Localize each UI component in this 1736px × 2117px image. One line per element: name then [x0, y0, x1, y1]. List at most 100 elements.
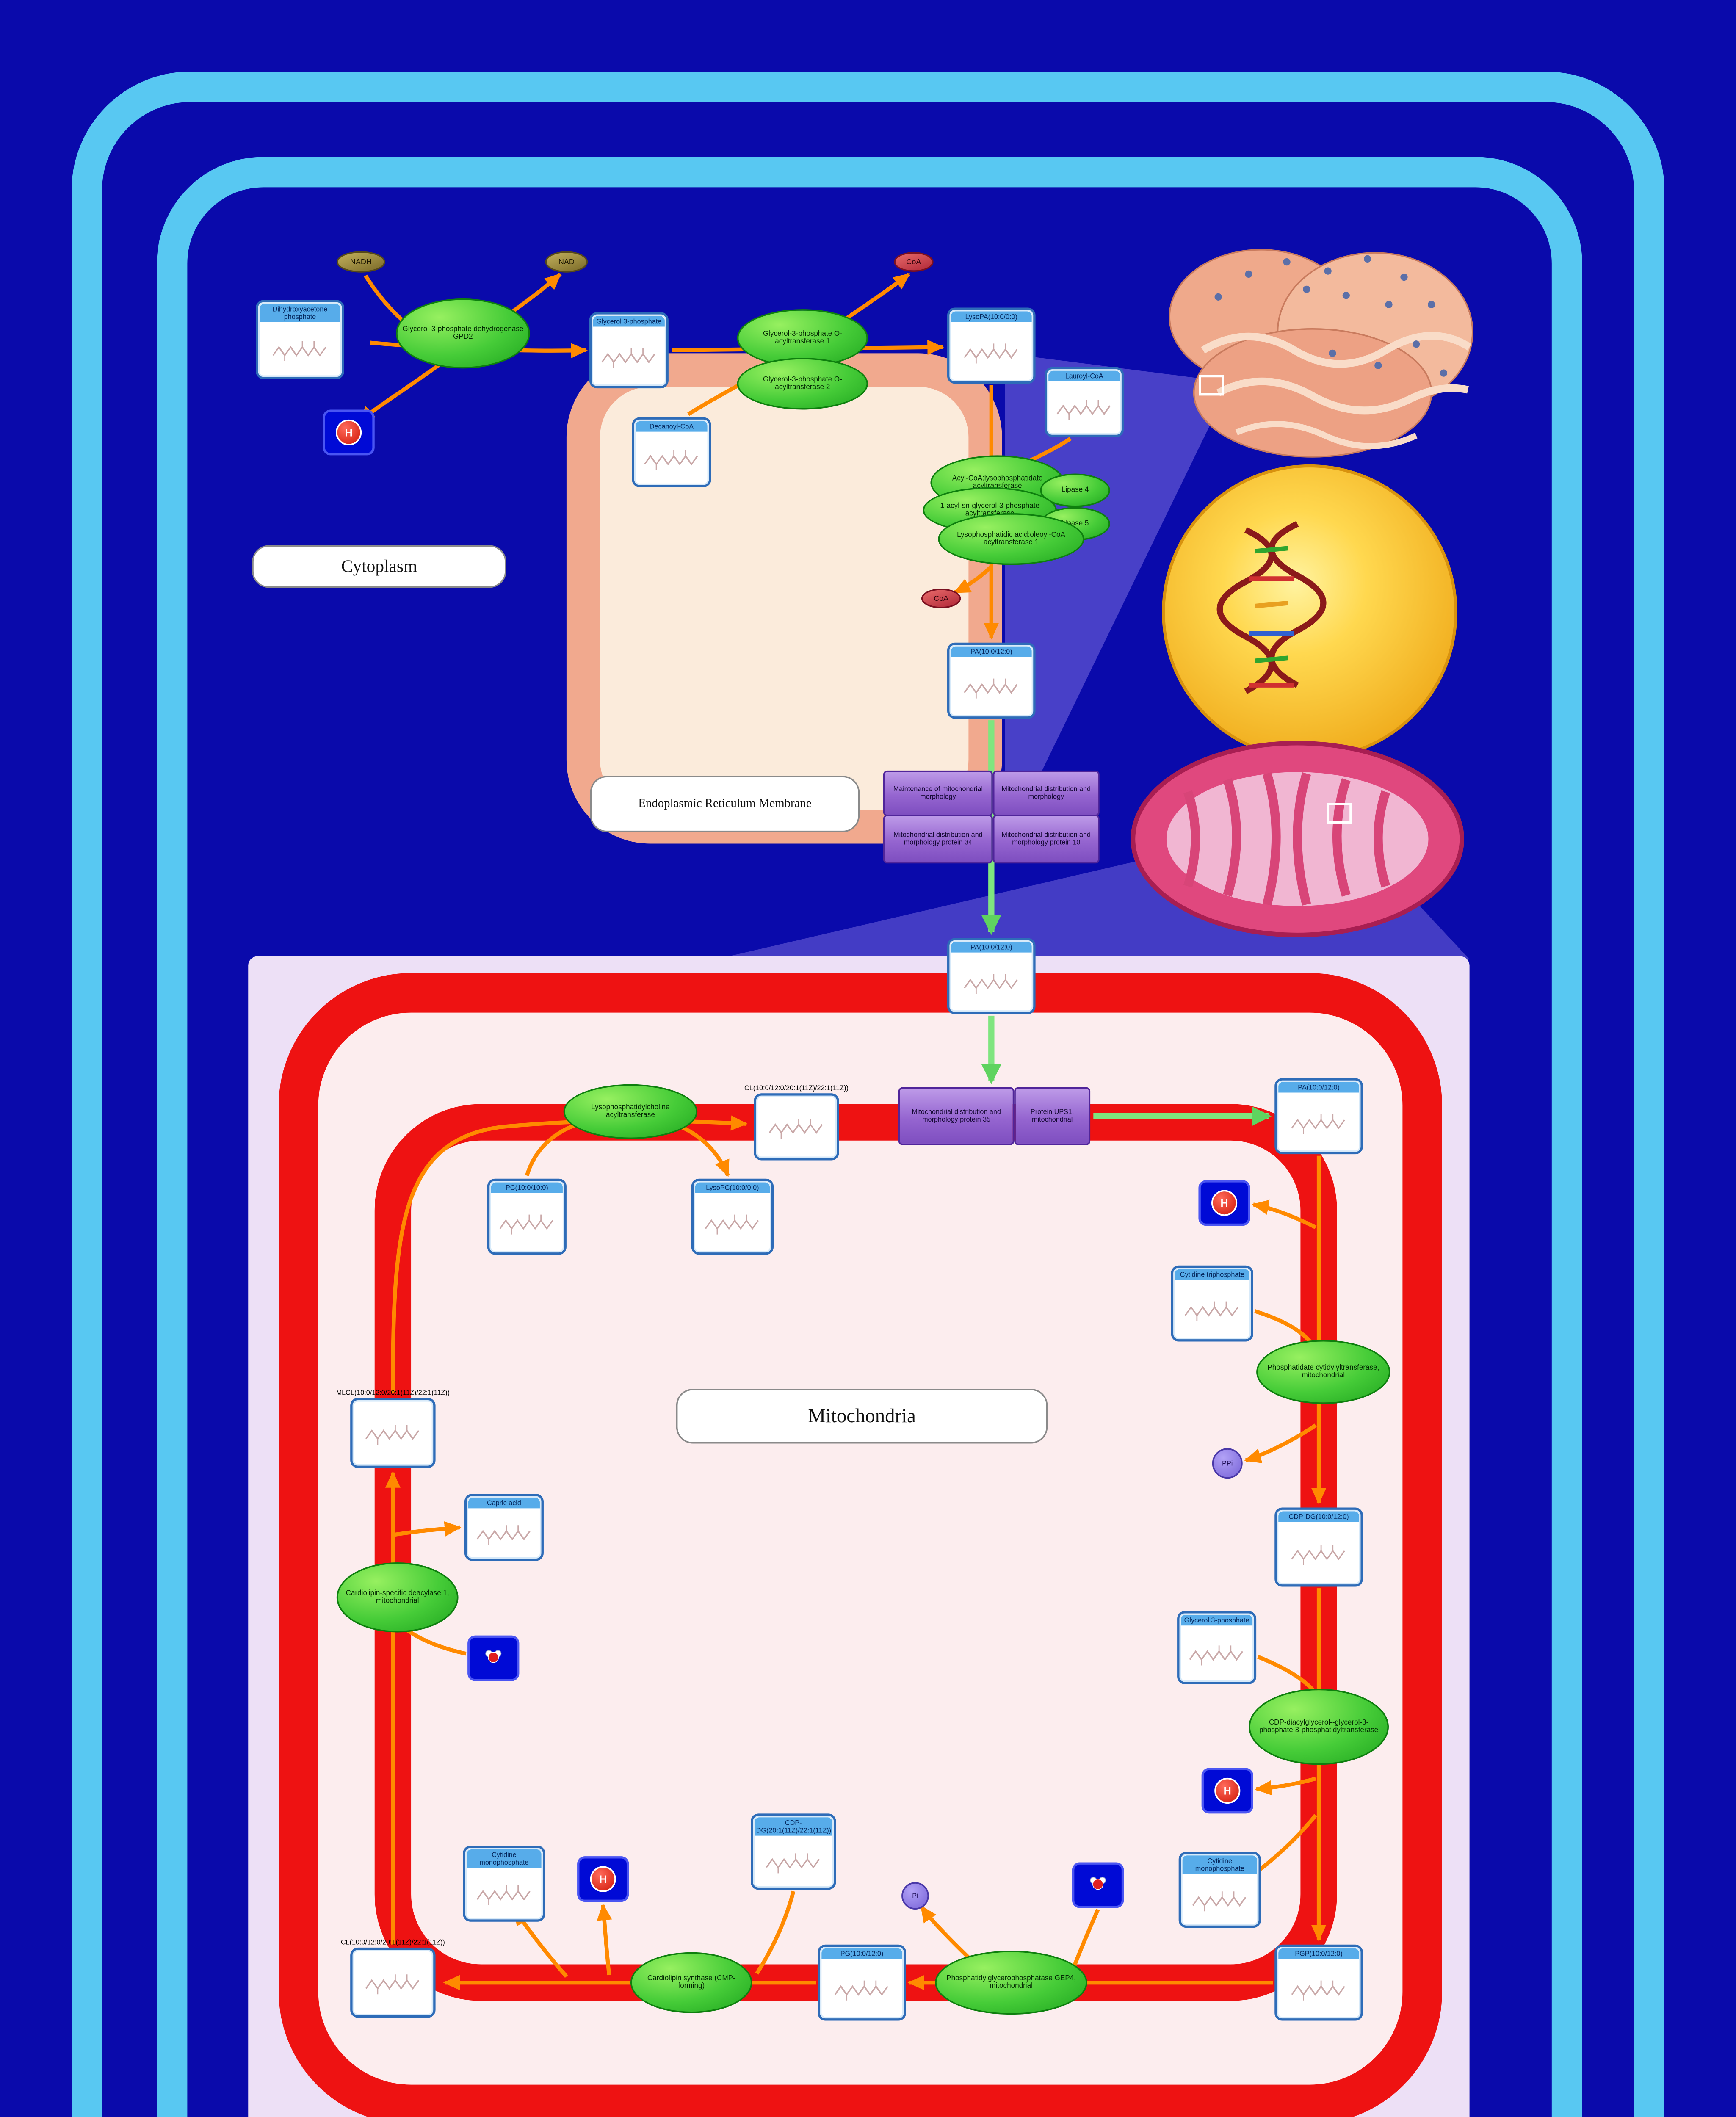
compartment-label-mitochondria: Mitochondria [676, 1389, 1048, 1444]
molecule-structure-icon [1277, 1959, 1361, 2018]
metabolite-pa-er[interactable]: PA(10:0/12:0) [947, 642, 1036, 719]
molecule-structure-icon [1179, 1625, 1254, 1682]
molecule-structure-icon [694, 1193, 771, 1252]
metabolite-cdp-dg-bottom[interactable]: CDP-DG(20:1(11Z)/22:1(11Z)) [751, 1813, 836, 1890]
small-molecule-ppi[interactable]: PPi [1212, 1448, 1243, 1479]
metabolite-pgp[interactable]: PGP(10:0/12:0) [1274, 1944, 1363, 2021]
plasma-membrane [72, 72, 1664, 2117]
enzyme-tamm41[interactable]: Phosphatidate cytidylyltransferase, mito… [1256, 1340, 1390, 1404]
metabolite-g3p-mito[interactable]: Glycerol 3-phosphate [1177, 1611, 1257, 1684]
mitochondrion-zoom-marker [1327, 803, 1352, 824]
nucleus-organelle-illustration [1162, 464, 1457, 760]
molecule-structure-icon [592, 327, 666, 386]
enzyme-pgs1[interactable]: CDP-diacylglycerol--glycerol-3-phosphate… [1249, 1689, 1389, 1765]
proton-icon: H [336, 419, 362, 445]
metabolite-decanoyl-coa[interactable]: Decanoyl-CoA [632, 417, 711, 487]
metabolite-label-g3p-cytosol: Glycerol 3-phosphate [593, 316, 665, 327]
molecule-structure-icon [1181, 1874, 1258, 1926]
metabolite-label-pc: PC(10:0/10:0) [491, 1182, 563, 1193]
molecule-structure-icon [1173, 1280, 1251, 1339]
metabolite-lauroyl-coa[interactable]: Lauroyl-CoA [1045, 367, 1124, 437]
proton-icon: H [1211, 1190, 1238, 1216]
complex-mdm35[interactable]: Mitochondrial distribution and morpholog… [898, 1087, 1015, 1145]
metabolite-cmp-left[interactable]: Cytidine monophosphate [463, 1845, 545, 1922]
metabolite-label-cmp-left: Cytidine monophosphate [467, 1849, 542, 1868]
metabolite-label-cmp-right: Cytidine monophosphate [1182, 1855, 1257, 1874]
metabolite-label-ctp: Cytidine triphosphate [1175, 1269, 1249, 1280]
molecule-structure-icon [1277, 1522, 1361, 1584]
metabolite-pa-cytosol[interactable]: PA(10:0/12:0) [947, 938, 1036, 1014]
metabolite-label-decanoyl-coa: Decanoyl-CoA [636, 421, 708, 432]
enzyme-lpaat-1[interactable]: Lysophosphatidic acid:oleoyl-CoA acyltra… [938, 513, 1084, 565]
metabolite-label-cl-top: CL(10:0/12:0/20:1(11Z)/22:1(11Z)) [744, 1084, 849, 1092]
metabolite-lysopa[interactable]: LysoPA(10:0/0:0) [947, 307, 1036, 384]
metabolite-ctp[interactable]: Cytidine triphosphate [1171, 1265, 1253, 1342]
complex-mdm34[interactable]: Mitochondrial distribution and morpholog… [883, 815, 993, 864]
enzyme-gep4[interactable]: Phosphatidylglycerophosphatase GEP4, mit… [935, 1951, 1087, 2015]
enzyme-cld1[interactable]: Cardiolipin-specific deacylase 1, mitoch… [336, 1562, 459, 1633]
metabolite-label-capric-acid: Capric acid [468, 1498, 540, 1509]
small-molecule-h-1[interactable]: H [323, 409, 375, 456]
metabolite-cl-bottom[interactable]: CL(10:0/12:0/20:1(11Z)/22:1(11Z)) [341, 1939, 445, 2018]
metabolite-label-lysopa: LysoPA(10:0/0:0) [951, 311, 1032, 322]
metabolite-capric-acid[interactable]: Capric acid [464, 1494, 544, 1561]
proton-icon: H [1214, 1777, 1241, 1804]
complex-ups1[interactable]: Protein UPS1, mitochondrial [1014, 1087, 1091, 1145]
molecule-structure-icon [949, 322, 1033, 381]
enzyme-gpd2[interactable]: Glycerol-3-phosphate dehydrogenase GPD2 [396, 298, 530, 369]
edge-to-h2 [1252, 1199, 1317, 1229]
metabolite-dhap[interactable]: Dihydroxyacetone phosphate [256, 300, 344, 379]
edge-to-ppi [1244, 1423, 1317, 1463]
small-molecule-h-3[interactable]: H [1201, 1768, 1253, 1814]
molecule-structure-icon [753, 1836, 834, 1888]
metabolite-label-lauroyl-coa: Lauroyl-CoA [1048, 370, 1120, 382]
metabolite-label-pg: PG(10:0/12:0) [821, 1948, 902, 1959]
metabolite-label-pa-er: PA(10:0/12:0) [951, 646, 1032, 658]
molecule-structure-icon [353, 1950, 434, 2015]
metabolite-cl-top[interactable]: CL(10:0/12:0/20:1(11Z)/22:1(11Z)) [744, 1084, 849, 1161]
metabolite-pa-mito[interactable]: PA(10:0/12:0) [1274, 1078, 1363, 1155]
molecule-structure-icon [467, 1508, 541, 1559]
edge-to-capric [393, 1521, 462, 1537]
small-molecule-nad[interactable]: NAD [545, 251, 588, 273]
metabolite-label-g3p-mito: Glycerol 3-phosphate [1181, 1615, 1253, 1626]
small-molecule-nadh[interactable]: NADH [336, 251, 385, 273]
small-molecule-h-4[interactable]: H [577, 1856, 629, 1902]
metabolite-pc[interactable]: PC(10:0/10:0) [487, 1178, 567, 1255]
enzyme-gpat2[interactable]: Glycerol-3-phosphate O-acyltransferase 2 [737, 358, 868, 410]
metabolite-label-pgp: PGP(10:0/12:0) [1278, 1948, 1359, 1959]
molecule-structure-icon [489, 1193, 564, 1252]
small-molecule-coa-1[interactable]: CoA [894, 252, 934, 272]
enzyme-crls1[interactable]: Cardiolipin synthase (CMP-forming) [630, 1952, 752, 2013]
molecule-structure-icon [353, 1400, 434, 1466]
enzyme-lpcat[interactable]: Lysophosphatidylcholine acyltransferase [563, 1084, 698, 1139]
small-molecule-pi[interactable]: Pi [901, 1882, 929, 1910]
metabolite-mlcl[interactable]: MLCL(10:0/12:0/20:1(11Z)/22:1(11Z)) [336, 1389, 450, 1468]
small-molecule-coa-2[interactable]: CoA [921, 589, 961, 608]
molecule-structure-icon [820, 1959, 904, 2018]
enzyme-gpat1[interactable]: Glycerol-3-phosphate O-acyltransferase 1 [737, 309, 868, 367]
small-molecule-h2o-2[interactable] [1072, 1862, 1124, 1908]
molecule-structure-icon [634, 432, 709, 485]
complex-mdm12[interactable]: Mitochondrial distribution and morpholog… [992, 770, 1100, 816]
metabolite-label-cdp-dg-right: CDP-DG(10:0/12:0) [1278, 1511, 1359, 1522]
edge-cdpdg-b-input [755, 1890, 796, 1975]
molecule-structure-icon [1277, 1093, 1361, 1152]
metabolite-lysopc[interactable]: LysoPC(10:0/0:0) [691, 1178, 774, 1255]
complex-mdm10[interactable]: Mitochondrial distribution and morpholog… [992, 815, 1100, 864]
edge-to-h4 [597, 1903, 612, 1976]
molecule-structure-icon [1047, 381, 1122, 435]
complex-mmm1[interactable]: Maintenance of mitochondrial morphology [883, 770, 993, 816]
metabolite-label-cdp-dg-bottom: CDP-DG(20:1(11Z)/22:1(11Z)) [755, 1817, 832, 1836]
small-molecule-h-2[interactable]: H [1198, 1180, 1250, 1226]
dna-helix-icon [1216, 521, 1327, 694]
metabolite-label-dhap: Dihydroxyacetone phosphate [260, 304, 340, 322]
metabolite-cdp-dg-right[interactable]: CDP-DG(10:0/12:0) [1274, 1507, 1363, 1587]
small-molecule-h2o-1[interactable] [467, 1635, 520, 1681]
metabolite-cmp-right[interactable]: Cytidine monophosphate [1178, 1852, 1261, 1928]
metabolite-pg[interactable]: PG(10:0/12:0) [818, 1944, 906, 2021]
metabolite-g3p-cytosol[interactable]: Glycerol 3-phosphate [589, 312, 669, 389]
water-molecule-icon [484, 1648, 503, 1669]
edge-to-h3 [1255, 1777, 1316, 1796]
